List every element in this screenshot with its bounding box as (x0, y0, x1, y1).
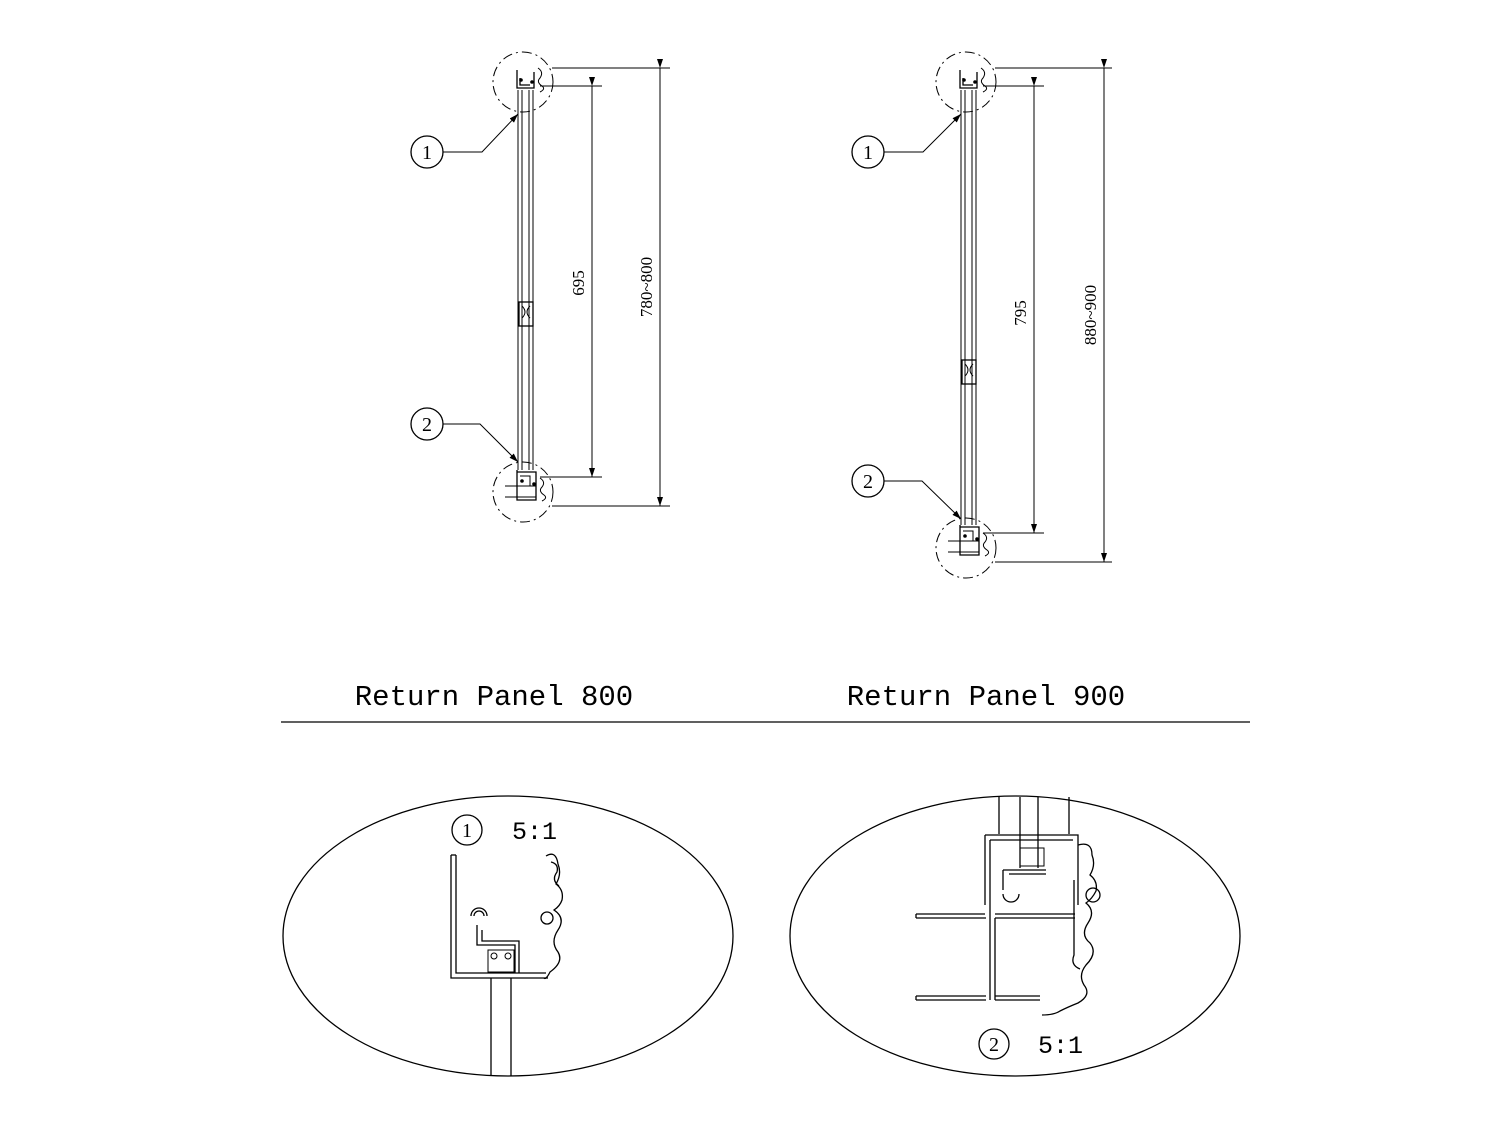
detail-2-scale: 5:1 (1038, 1032, 1083, 1061)
title-return-panel-800: Return Panel 800 (355, 681, 633, 714)
detail-1-marker (451, 814, 483, 846)
top-profile-900 (959, 67, 988, 93)
dimension-inner-900: 795 (1011, 300, 1030, 326)
panel-800-elevation: 695 780~800 1 2 (410, 51, 670, 523)
top-profile-800 (516, 67, 545, 93)
svg-text:1: 1 (422, 142, 432, 164)
detail-circle-1-900 (935, 51, 997, 113)
detail-circle-2-900 (935, 517, 997, 579)
detail-1-scale: 5:1 (512, 818, 557, 847)
detail-circle-1-800 (492, 51, 554, 113)
bottom-profile-900 (948, 525, 990, 557)
svg-text:2: 2 (422, 414, 432, 436)
svg-text:2: 2 (863, 471, 873, 493)
detail-2-marker (978, 1028, 1010, 1060)
detail-1-view: 1 5:1 (282, 795, 734, 1077)
detail-circle-2-800 (492, 461, 554, 523)
svg-text:1: 1 (462, 820, 472, 842)
bottom-profile-800 (505, 470, 547, 502)
title-return-panel-900: Return Panel 900 (847, 681, 1125, 714)
callout-2-800: 2 (410, 407, 519, 463)
svg-text:1: 1 (863, 142, 873, 164)
svg-text:2: 2 (989, 1034, 999, 1056)
dimension-inner-800: 695 (569, 270, 588, 296)
dimension-outer-900: 880~900 (1081, 285, 1100, 345)
callout-1-900: 1 (851, 113, 962, 169)
detail-2-view: 2 5:1 (789, 795, 1241, 1077)
panel-900-elevation: 795 880~900 1 2 (851, 51, 1112, 579)
dimension-outer-800: 780~800 (637, 257, 656, 317)
callout-1-800: 1 (410, 113, 519, 169)
callout-2-900: 2 (851, 464, 962, 520)
